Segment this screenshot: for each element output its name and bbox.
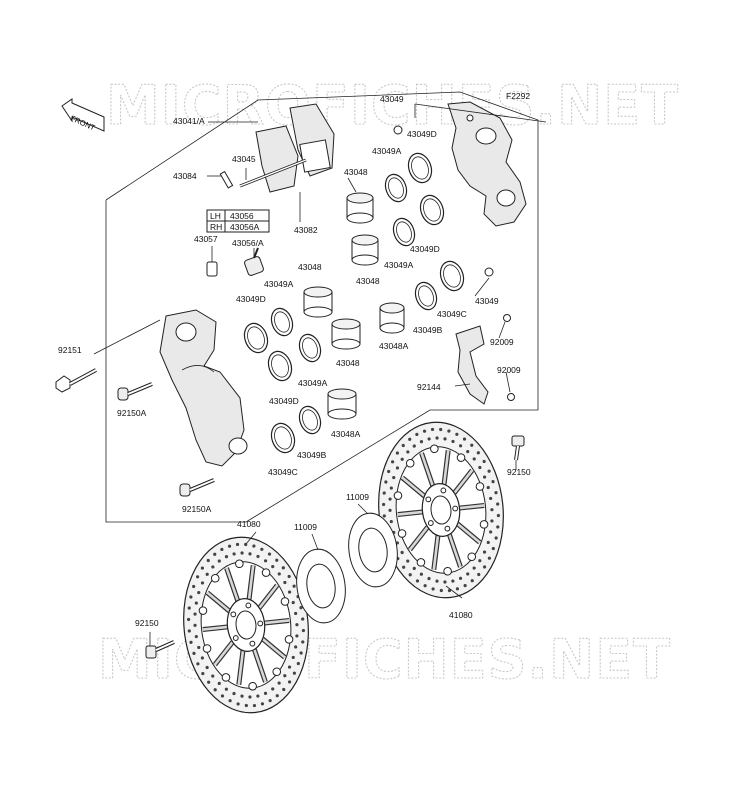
front-arrow-icon: FRONT bbox=[61, 98, 105, 133]
seal-ring-6 bbox=[414, 281, 438, 311]
label-43048-top: 43048 bbox=[344, 167, 368, 177]
variant-table: LH 43056 RH 43056A bbox=[206, 209, 270, 233]
label-43057: 43057 bbox=[194, 234, 218, 244]
label-92144: 92144 bbox=[417, 382, 441, 392]
label-43049A-l2: 43049A bbox=[298, 378, 328, 388]
bolt-92150A-b bbox=[179, 478, 215, 497]
assembly-frame bbox=[105, 91, 539, 523]
bleed-cap bbox=[206, 261, 218, 277]
piston-5 bbox=[379, 302, 405, 334]
brake-pads bbox=[255, 103, 335, 193]
shim-left bbox=[296, 548, 346, 624]
label-43049A-top: 43049A bbox=[372, 146, 402, 156]
label-43049A-mid: 43049A bbox=[384, 260, 414, 270]
disc-right-carrier bbox=[393, 444, 489, 576]
watermark-top: MICROFICHES.NET bbox=[106, 74, 679, 137]
brake-disc-left bbox=[183, 536, 309, 714]
screw-92009-b bbox=[507, 393, 515, 401]
label-43048A-l: 43048A bbox=[331, 429, 361, 439]
pad-pin bbox=[239, 158, 307, 188]
label-41080-left: 41080 bbox=[237, 519, 261, 529]
brake-disc-right bbox=[378, 421, 504, 599]
label-92151: 92151 bbox=[58, 345, 82, 355]
label-43049B-right: 43049B bbox=[413, 325, 443, 335]
label-43049D-top: 43049D bbox=[407, 129, 437, 139]
label-92150-left: 92150 bbox=[135, 618, 159, 628]
piston-4 bbox=[331, 318, 361, 350]
bolt-92150A-a bbox=[117, 382, 153, 401]
watermark-bottom: MICROFICHES.NET bbox=[98, 628, 671, 691]
label-43049D-l2: 43049D bbox=[269, 396, 299, 406]
seal-ring-11 bbox=[298, 405, 322, 435]
diagram-code: F2292 bbox=[506, 91, 530, 101]
label-92009-b: 92009 bbox=[497, 365, 521, 375]
label-43049A-l1: 43049A bbox=[264, 279, 294, 289]
disc-right-holes bbox=[382, 427, 500, 593]
seal-ring-3 bbox=[419, 194, 445, 226]
pad-spring-bracket bbox=[455, 325, 489, 405]
label-43056A: 43056/A bbox=[232, 238, 264, 248]
label-43049-right: 43049 bbox=[475, 296, 499, 306]
shim-right bbox=[348, 512, 398, 588]
label-43048-l1: 43048 bbox=[298, 262, 322, 272]
piston-6 bbox=[327, 388, 357, 420]
seal-ring-12 bbox=[270, 422, 296, 454]
seal-ring-7 bbox=[270, 307, 294, 337]
label-43048-mid: 43048 bbox=[356, 276, 380, 286]
seal-ring-10 bbox=[267, 350, 293, 382]
seals-group bbox=[243, 152, 465, 454]
disc-bolt-left bbox=[145, 640, 175, 659]
disc-left-holes bbox=[187, 542, 305, 708]
bleed-valve bbox=[244, 247, 264, 276]
screw-92009-a bbox=[503, 314, 511, 322]
label-43048-l2: 43048 bbox=[336, 358, 360, 368]
variant-part-rh: 43056A bbox=[230, 222, 260, 232]
label-11009-left: 11009 bbox=[294, 522, 317, 532]
label-43049C-right: 43049C bbox=[437, 309, 467, 319]
seal-43049-right bbox=[484, 267, 494, 277]
seal-ring-9 bbox=[298, 333, 322, 363]
seal-ring-4 bbox=[392, 217, 416, 247]
caliper-inner-half bbox=[159, 309, 248, 467]
piston-1 bbox=[346, 192, 374, 224]
label-41080-right: 41080 bbox=[449, 610, 473, 620]
pin-clip bbox=[219, 170, 234, 189]
pistons-group bbox=[303, 192, 405, 420]
label-43049C-l: 43049C bbox=[268, 467, 298, 477]
label-43049B-l: 43049B bbox=[297, 450, 327, 460]
label-11009-right: 11009 bbox=[346, 492, 369, 502]
caliper-outer-half bbox=[447, 101, 527, 227]
disc-left-carrier bbox=[198, 559, 294, 691]
variant-side-lh: LH bbox=[210, 211, 221, 221]
label-43041A: 43041/A bbox=[173, 116, 205, 126]
part-labels: 43041/A 43049 43049D 43049A 43048 43049D… bbox=[58, 94, 531, 628]
variant-side-rh: RH bbox=[210, 222, 222, 232]
variant-part-lh: 43056 bbox=[230, 211, 254, 221]
label-43082: 43082 bbox=[294, 225, 318, 235]
label-43048A-right: 43048A bbox=[379, 341, 409, 351]
seal-43049-top bbox=[393, 125, 403, 135]
seal-ring-5 bbox=[439, 260, 465, 292]
bolt-92151 bbox=[55, 368, 97, 393]
seal-ring-1 bbox=[407, 152, 433, 184]
label-43049D-l1: 43049D bbox=[236, 294, 266, 304]
disc-bolt-right bbox=[511, 435, 525, 461]
piston-2 bbox=[351, 234, 379, 266]
piston-3 bbox=[303, 286, 333, 318]
seal-ring-2 bbox=[384, 173, 408, 203]
seal-ring-8 bbox=[243, 322, 269, 354]
label-92009-a: 92009 bbox=[490, 337, 514, 347]
label-92150A-a: 92150A bbox=[117, 408, 147, 418]
label-43045: 43045 bbox=[232, 154, 256, 164]
label-43049-top: 43049 bbox=[380, 94, 404, 104]
label-43084: 43084 bbox=[173, 171, 197, 181]
label-43049D-mid: 43049D bbox=[410, 244, 440, 254]
label-92150A-b: 92150A bbox=[182, 504, 212, 514]
label-92150-right: 92150 bbox=[507, 467, 531, 477]
leader-lines bbox=[93, 103, 547, 646]
